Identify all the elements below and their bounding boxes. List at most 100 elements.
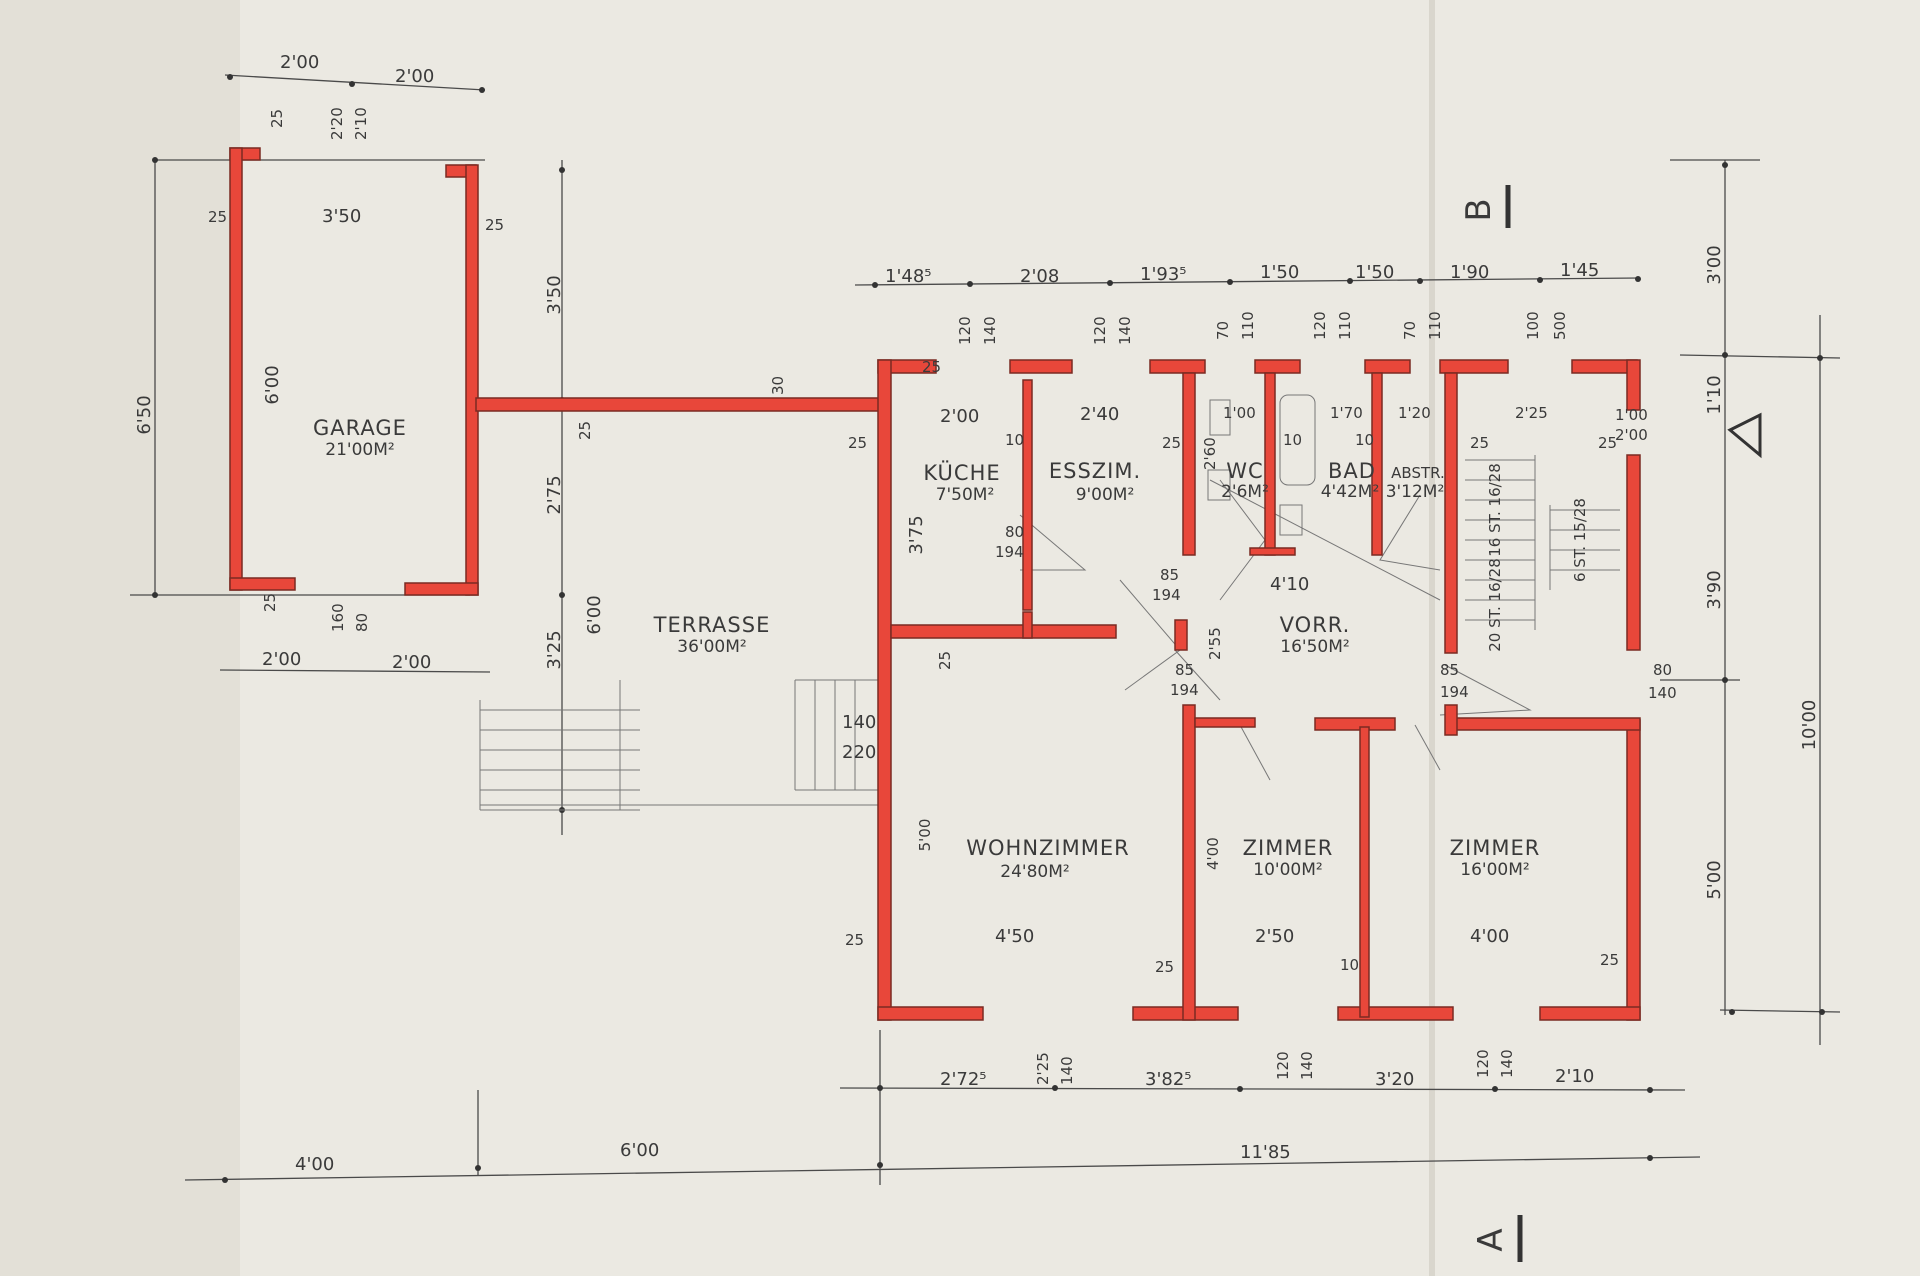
room-zimmer2-area: 16'00M² [1460, 860, 1529, 880]
dim-terrasse-v3: 3'25 [544, 630, 565, 669]
stair-up-label: 16 ST. 16/28 [1486, 463, 1504, 557]
dim-t10c: 10 [1355, 431, 1374, 449]
room-terrasse-name: TERRASSE [653, 613, 771, 637]
dim-t10a: 10 [1005, 431, 1024, 449]
dim-t25f: 25 [936, 651, 954, 670]
room-garage-name: GARAGE [313, 416, 407, 440]
room-terrasse-area: 36'00M² [677, 637, 746, 657]
room-esszim-area: 9'00M² [1076, 485, 1135, 505]
dimension-lines [130, 74, 1841, 1185]
dim-garage-top1: 2'00 [280, 52, 319, 73]
dim-open-3: 140 [1116, 316, 1134, 345]
dim-door-k: 80 [1005, 523, 1024, 541]
dim-bottom-1: 2'25 [1034, 1052, 1052, 1085]
dim-top-2: 1'93⁵ [1140, 264, 1187, 285]
dim-t10d: 10 [1340, 956, 1359, 974]
dim-open-0: 120 [956, 316, 974, 345]
room-zimmer1-area: 10'00M² [1253, 860, 1322, 880]
dim-open-2: 120 [1091, 316, 1109, 345]
dim-open-8: 70 [1401, 321, 1419, 340]
dim-t25h: 25 [1155, 958, 1174, 976]
dim-t25c: 25 [1162, 434, 1181, 452]
dim-terrasse-w2: 30 [769, 376, 787, 395]
room-labels: GARAGE 21'00M² TERRASSE 36'00M² KÜCHE 7'… [313, 416, 1539, 882]
section-label-b: B [1459, 198, 1499, 221]
room-bad-area: 4'42M² [1321, 482, 1380, 502]
dim-kueche-h: 3'75 [906, 515, 927, 554]
dim-top-0: 1'48⁵ [885, 266, 932, 287]
dim-garage-s2: 2'10 [352, 107, 370, 140]
dim-wz-h: 5'00 [916, 819, 934, 852]
dim-t25d: 25 [1470, 434, 1489, 452]
dim-open-1: 140 [981, 316, 999, 345]
dim-bottom-2: 140 [1058, 1056, 1076, 1085]
dim-top-1: 2'08 [1020, 266, 1059, 287]
dim-right-4: 10'00 [1799, 700, 1820, 751]
dim-open-10: 100 [1524, 311, 1542, 340]
dim-garage-w4: 25 [261, 593, 279, 612]
section-marker-a: A [1471, 1215, 1523, 1262]
dim-esszim-w: 2'40 [1080, 404, 1119, 425]
dim-garage-s3: 160 [329, 603, 347, 632]
dim-garage-s4: 80 [353, 613, 371, 632]
dim-d194c: 194 [1440, 683, 1469, 701]
dim-d80: 80 [1653, 661, 1672, 679]
room-wc-area: 2'6M² [1221, 482, 1269, 502]
dim-step-2: 220 [842, 742, 876, 763]
dim-garage-bot2: 2'00 [392, 652, 431, 673]
dim-top-6: 1'45 [1560, 260, 1599, 281]
dim-garage-top2: 2'00 [395, 66, 434, 87]
dim-overall-2: 11'85 [1240, 1142, 1291, 1163]
dim-d85b: 85 [1175, 661, 1194, 679]
dim-trp-3: 2'00 [1615, 426, 1648, 444]
dim-top-4: 1'50 [1355, 262, 1394, 283]
dim-t25g: 25 [845, 931, 864, 949]
dim-step-1: 140 [842, 712, 876, 733]
dim-d85c: 85 [1440, 661, 1459, 679]
dim-terrasse-v2: 2'75 [544, 475, 565, 514]
dim-t25a: 25 [922, 358, 941, 376]
dim-garage-w3: 25 [485, 216, 504, 234]
stair-lower-label: 20 ST. 16/28 [1486, 558, 1504, 652]
room-wc-name: WC [1226, 459, 1263, 483]
dim-garage-bot1: 2'00 [262, 649, 301, 670]
dim-open-6: 120 [1311, 311, 1329, 340]
dim-z2-w: 4'00 [1470, 926, 1509, 947]
room-abstr-name: ABSTR. [1391, 464, 1445, 482]
dim-terrasse-w: 25 [576, 421, 594, 440]
dim-garage-w2: 25 [208, 208, 227, 226]
dim-wz-w: 4'50 [995, 926, 1034, 947]
dim-bottom-5: 140 [1298, 1051, 1316, 1080]
room-esszim-name: ESSZIM. [1049, 459, 1141, 483]
dim-right-0: 3'00 [1704, 245, 1725, 284]
stair-labels: 16 ST. 16/28 6 ST. 15/28 20 ST. 16/28 [1486, 463, 1589, 652]
dim-bottom-7: 120 [1474, 1049, 1492, 1078]
dim-d194b: 194 [1170, 681, 1199, 699]
dim-overall-0: 4'00 [295, 1154, 334, 1175]
room-wohnzimmer-area: 24'80M² [1000, 862, 1069, 882]
dim-garage-side: 6'00 [262, 365, 283, 404]
dim-abstr-w: 1'20 [1398, 404, 1431, 422]
dim-t25e: 25 [1598, 434, 1617, 452]
room-zimmer1-name: ZIMMER [1243, 836, 1334, 860]
dim-wc-h: 2'60 [1201, 437, 1219, 470]
dim-bottom-0: 2'72⁵ [940, 1069, 987, 1090]
section-label-a: A [1471, 1228, 1511, 1251]
dimension-texts: 2'00 2'00 3'50 6'00 6'50 2'00 2'00 25 25… [134, 52, 1820, 1175]
dim-garage-inner: 3'50 [322, 206, 361, 227]
dim-terrasse-v1: 3'50 [544, 275, 565, 314]
dim-terrasse-v4: 6'00 [584, 595, 605, 634]
dim-right-3: 5'00 [1704, 860, 1725, 899]
dim-garage-overall: 6'50 [134, 395, 155, 434]
dim-z1-h: 4'00 [1204, 837, 1222, 870]
stair-lines [479, 394, 1620, 811]
dim-t10b: 10 [1283, 431, 1302, 449]
room-wohnzimmer-name: WOHNZIMMER [966, 836, 1129, 860]
dim-open-7: 110 [1336, 311, 1354, 340]
dim-overall-1: 6'00 [620, 1140, 659, 1161]
dim-kueche-w: 2'00 [940, 406, 979, 427]
dim-bottom-4: 120 [1274, 1051, 1292, 1080]
dim-d140: 140 [1648, 684, 1677, 702]
dim-open-4: 70 [1214, 321, 1232, 340]
